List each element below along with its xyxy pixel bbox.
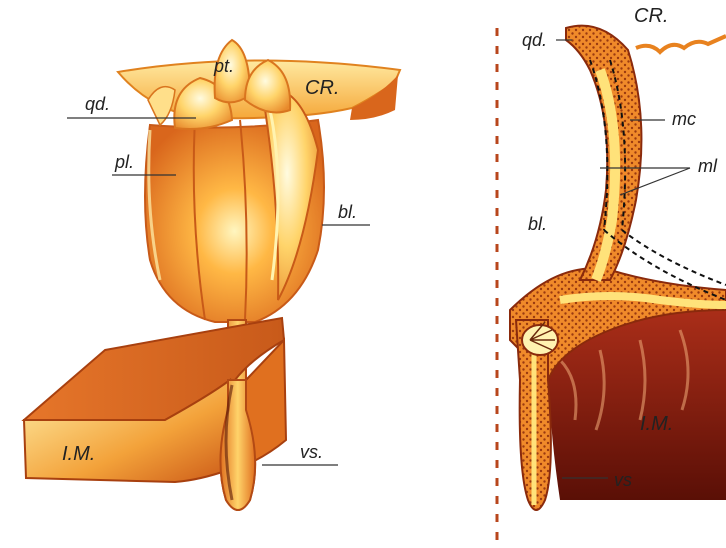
label-qd-right: qd.	[522, 30, 547, 50]
label-pl: pl.	[114, 152, 134, 172]
label-qd: qd.	[85, 94, 110, 114]
im-block	[24, 318, 286, 510]
bulb-body	[145, 89, 324, 322]
label-ml: ml	[698, 156, 718, 176]
label-pt: pt.	[213, 56, 234, 76]
right-figure: qd. CR. mc ml bl. I.M. vs	[497, 5, 726, 540]
label-cr-right: CR.	[634, 5, 668, 27]
cr-wave	[636, 36, 726, 52]
label-cr: CR.	[305, 77, 339, 99]
label-vs-right: vs	[614, 470, 632, 490]
label-bl-right: bl.	[528, 214, 547, 234]
label-vs: vs.	[300, 442, 323, 462]
left-figure: pt. CR. qd. pl. bl. I.M. vs.	[24, 40, 400, 510]
label-im-right: I.M.	[640, 413, 673, 435]
label-bl: bl.	[338, 202, 357, 222]
label-im: I.M.	[62, 443, 95, 465]
label-mc: mc	[672, 109, 696, 129]
